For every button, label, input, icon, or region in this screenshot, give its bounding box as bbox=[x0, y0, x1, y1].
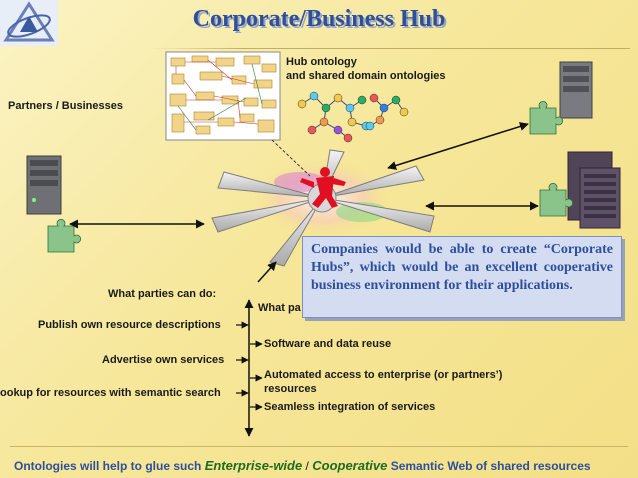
automated-access-label: Automated access to enterprise (or partn… bbox=[264, 369, 503, 381]
footer-prefix: Ontologies will help to glue such bbox=[14, 459, 205, 473]
callout-box: Companies would be able to create “Corpo… bbox=[302, 236, 622, 318]
footer-separator: / bbox=[302, 459, 313, 473]
hub-ontology-label: Hub ontology bbox=[286, 56, 357, 68]
logo-icon bbox=[0, 0, 58, 46]
lookup-label: ookup for resources with semantic search bbox=[0, 387, 221, 399]
automated-access-label-cont: resources bbox=[264, 383, 317, 395]
what-parties-get-label: What pa bbox=[258, 302, 301, 314]
footer-divider bbox=[10, 446, 628, 447]
page-title: Corporate/Business Hub bbox=[192, 6, 446, 32]
what-parties-can-do-label: What parties can do: bbox=[108, 288, 217, 300]
publish-label: Publish own resource descriptions bbox=[38, 319, 221, 331]
software-reuse-label: Software and data reuse bbox=[264, 338, 392, 350]
title-divider bbox=[150, 48, 630, 49]
seamless-integration-label: Seamless integration of services bbox=[264, 401, 436, 413]
footer-suffix: Semantic Web of shared resources bbox=[387, 459, 591, 473]
shared-ontologies-label: and shared domain ontologies bbox=[286, 70, 446, 82]
advertise-label: Advertise own services bbox=[102, 354, 225, 366]
partners-label: Partners / Businesses bbox=[8, 100, 123, 112]
footer-cooperative: Cooperative bbox=[312, 458, 388, 473]
footer-enterprise-wide: Enterprise-wide bbox=[204, 458, 303, 473]
footer-text: Ontologies will help to glue such Enterp… bbox=[14, 458, 591, 473]
